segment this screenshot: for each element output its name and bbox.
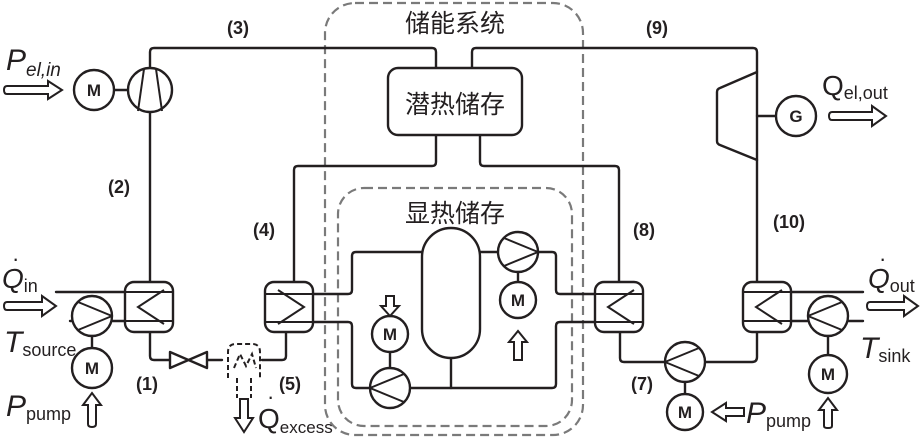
heat-exchanger-sink [741, 280, 793, 334]
pipe-4 [292, 133, 438, 284]
svg-text:M: M [821, 365, 835, 384]
compressor-motor: M [72, 68, 116, 112]
q-el-out-label: Qel,out [822, 70, 888, 103]
state-point-1: (1) [136, 374, 158, 394]
p-pump-right-label: Ppump [746, 397, 811, 431]
sensible-discharge-motor: M [498, 280, 538, 320]
p-el-in-label: Pel,in [6, 44, 61, 81]
q-excess-dot: · [267, 384, 274, 409]
sensible-pipe-left-top [292, 250, 426, 296]
discharge-pump [663, 340, 707, 384]
q-el-out-arrow [827, 104, 888, 128]
state-point-9: (9) [646, 18, 668, 38]
sensible-pipe-left-bottom [292, 320, 372, 390]
source-pump-motor: M [70, 346, 114, 390]
discharge-pump-motor: M [665, 392, 705, 432]
state-point-4: (4) [253, 220, 275, 240]
t-sink-label: Tsink [860, 332, 911, 366]
sensible-charge-pump [368, 366, 412, 410]
excess-heat-cooler [227, 343, 261, 398]
heat-exchanger-charge [263, 280, 315, 334]
q-in-label: Qin [2, 263, 38, 296]
sensible-storage-tank [420, 226, 482, 360]
heat-exchanger-discharge [593, 280, 645, 334]
storage-system-boundary [323, 1, 585, 437]
q-in-dot: · [12, 246, 19, 271]
sensible-charge-motor: M [370, 314, 410, 354]
sensible-charge-power-arrow [378, 295, 402, 318]
source-pump [70, 294, 114, 338]
pipe-7a [618, 330, 666, 364]
svg-text:M: M [511, 291, 525, 310]
q-excess-arrow [233, 398, 255, 434]
heat-exchanger-source [123, 280, 175, 334]
sensible-storage-label: 显热储存 [405, 199, 505, 228]
svg-text:G: G [789, 107, 802, 126]
state-point-2: (2) [108, 177, 130, 197]
svg-text:M: M [85, 359, 99, 378]
compressor [126, 66, 174, 114]
expansion-valve [168, 350, 209, 370]
generator: G [774, 94, 818, 138]
svg-text:M: M [383, 325, 397, 344]
latent-storage-box [386, 66, 524, 137]
pipe-5 [260, 330, 288, 362]
q-out-label: Qout [868, 263, 915, 296]
sink-pump-power-arrow [817, 396, 839, 430]
svg-text:M: M [678, 403, 692, 422]
source-pump-power-arrow [81, 391, 103, 429]
state-point-10: (10) [773, 212, 805, 232]
storage-system-label: 储能系统 [405, 9, 505, 38]
discharge-pump-power-arrow [710, 401, 745, 423]
p-pump-left-label: Ppump [6, 390, 71, 424]
state-point-5: (5) [279, 374, 301, 394]
sensible-discharge-pump [496, 230, 540, 274]
t-source-label: Tsource [4, 326, 76, 360]
sensible-storage-boundary [336, 186, 574, 428]
q-in-arrow [2, 294, 58, 318]
sink-pump [806, 294, 850, 338]
q-excess-label: Qexcess [258, 403, 333, 437]
p-el-in-arrow [2, 79, 64, 101]
pipe-8 [478, 133, 621, 284]
state-point-8: (8) [633, 220, 655, 240]
latent-storage-label: 潜热储存 [405, 90, 505, 119]
svg-text:M: M [87, 81, 101, 100]
sensible-pipe-right-top2 [536, 250, 621, 296]
state-point-3: (3) [227, 18, 249, 38]
pipe-9 [470, 46, 759, 74]
sensible-discharge-power-arrow [506, 329, 530, 361]
pipe-7b [704, 330, 759, 364]
pipe-1 [148, 330, 172, 362]
sink-pump-motor: M [807, 353, 849, 395]
q-out-dot: · [879, 246, 886, 271]
q-out-arrow [865, 294, 920, 318]
sensible-pipe-bottom [408, 320, 621, 390]
turbine [715, 70, 759, 162]
pipe-3 [148, 46, 438, 70]
state-point-7: (7) [631, 374, 653, 394]
